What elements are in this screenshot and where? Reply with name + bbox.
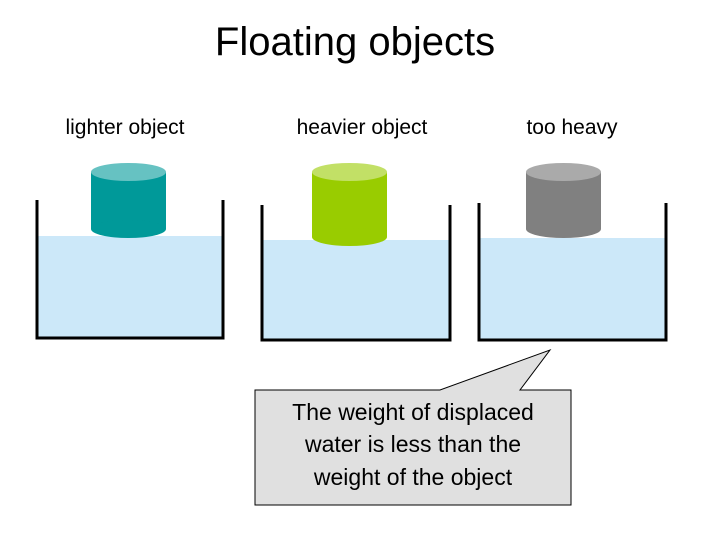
- container-lighter: [35, 163, 225, 340]
- container-too-heavy: [477, 163, 668, 342]
- callout-bubble: [254, 348, 572, 506]
- container-heavier: [260, 163, 452, 342]
- water-too-heavy: [479, 238, 666, 340]
- callout: The weight of displaced water is less th…: [254, 348, 572, 506]
- object-lighter: [91, 163, 166, 238]
- container-label-lighter: lighter object: [65, 116, 185, 139]
- water-lighter: [37, 236, 223, 338]
- callout-line-1: The weight of displaced: [292, 399, 534, 425]
- diagram-title: Floating objects: [214, 20, 496, 64]
- callout-line-2: water is less than the: [304, 431, 521, 457]
- object-heavier: [312, 163, 387, 246]
- container-walls-heavier: [260, 205, 452, 342]
- container-walls-too-heavy: [477, 203, 668, 342]
- object-too-heavy: [526, 163, 601, 238]
- container-walls-lighter: [35, 200, 225, 340]
- callout-line-3: weight of the object: [313, 464, 513, 490]
- water-heavier: [262, 240, 450, 340]
- container-label-heavier: heavier object: [296, 116, 428, 139]
- container-label-too-heavy: too heavy: [526, 116, 618, 139]
